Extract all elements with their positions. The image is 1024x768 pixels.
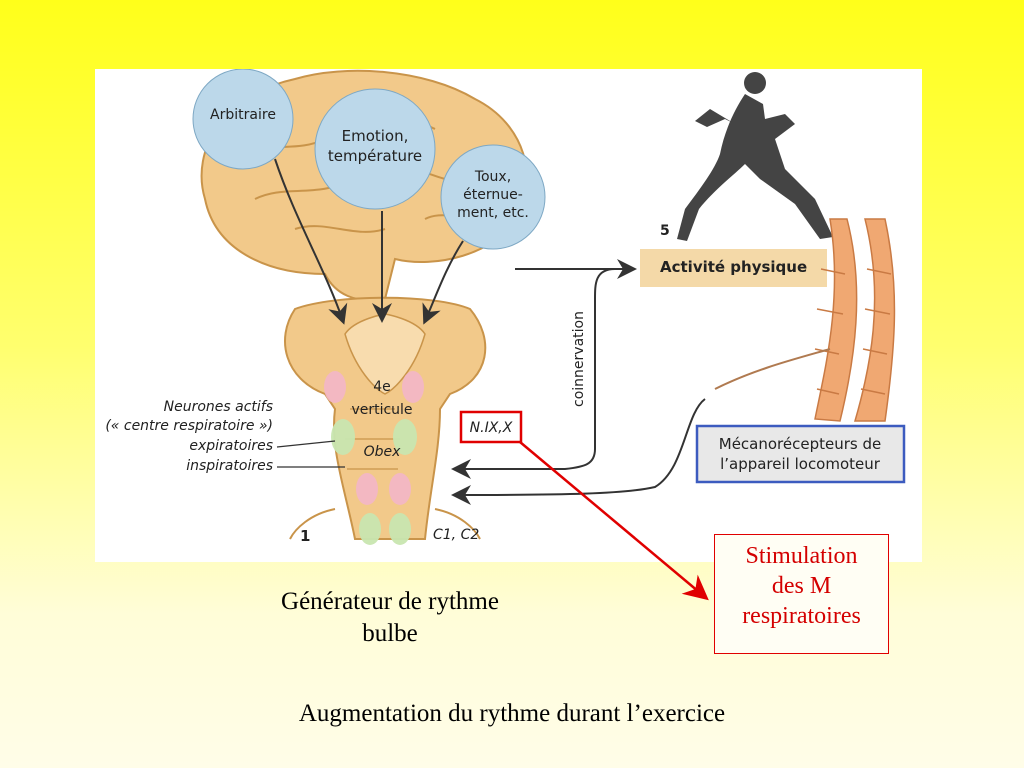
nerves-label-box: N.IX,X [459,410,523,444]
brainstem-illustration [284,296,487,545]
svg-text:Toux,: Toux, [474,169,511,185]
neurones-labels: Neurones actifs (« centre respiratoire »… [105,399,345,474]
svg-text:coinnervation: coinnervation [571,311,587,407]
svg-text:Activité physique: Activité physique [660,258,807,276]
svg-text:(« centre respiratoire »): (« centre respiratoire ») [105,418,273,434]
muscle-fibers [714,218,896,422]
bubble-toux: Toux, éternue- ment, etc. [440,144,546,250]
stimulation-line3: respiratoires [742,603,861,629]
generator-line1: Générateur de rythme [281,588,499,615]
bubble-emotion: Emotion, température [314,88,436,210]
svg-text:température: température [328,147,422,165]
generator-line2: bulbe [362,620,418,647]
cervical-label: C1, C2 [433,527,479,543]
physiology-figure: Arbitraire Emotion, température Toux, ét… [95,69,922,562]
svg-text:N.IX,X: N.IX,X [470,420,513,436]
svg-text:ment, etc.: ment, etc. [457,205,529,221]
svg-text:Mécanorécepteurs de: Mécanorécepteurs de [719,435,881,453]
stimulation-line2: des M [771,573,832,599]
diagram-canvas: Arbitraire Emotion, température Toux, ét… [105,69,906,545]
step-1-label: 1 [300,527,310,545]
svg-text:éternue-: éternue- [463,187,523,203]
ventricle-label-line2: verticule [351,402,412,418]
svg-text:Emotion,: Emotion, [342,127,409,145]
svg-text:l’appareil locomoteur: l’appareil locomoteur [720,455,881,473]
stimulation-box: Stimulation des M respiratoires [714,534,889,654]
obex-label: Obex [364,444,402,460]
svg-text:Arbitraire: Arbitraire [210,107,276,123]
ventricle-label-line1: 4e [373,379,391,395]
svg-text:Neurones actifs: Neurones actifs [164,399,273,415]
svg-text:inspiratoires: inspiratoires [186,458,273,474]
activite-physique-box: Activité physique [640,249,827,287]
mecanorecepteurs-box: Mécanorécepteurs de l’appareil locomoteu… [695,424,906,484]
bubble-arbitraire: Arbitraire [192,69,294,170]
bottom-caption: Augmentation du rythme durant l’exercice [298,700,726,727]
generator-caption: Générateur de rythme bulbe [210,586,570,650]
stimulation-line1: Stimulation [745,543,858,569]
descending-arrows [274,158,464,325]
svg-text:expiratoires: expiratoires [189,438,273,454]
step-5-label: 5 [660,223,670,239]
runner-silhouette [677,72,833,241]
